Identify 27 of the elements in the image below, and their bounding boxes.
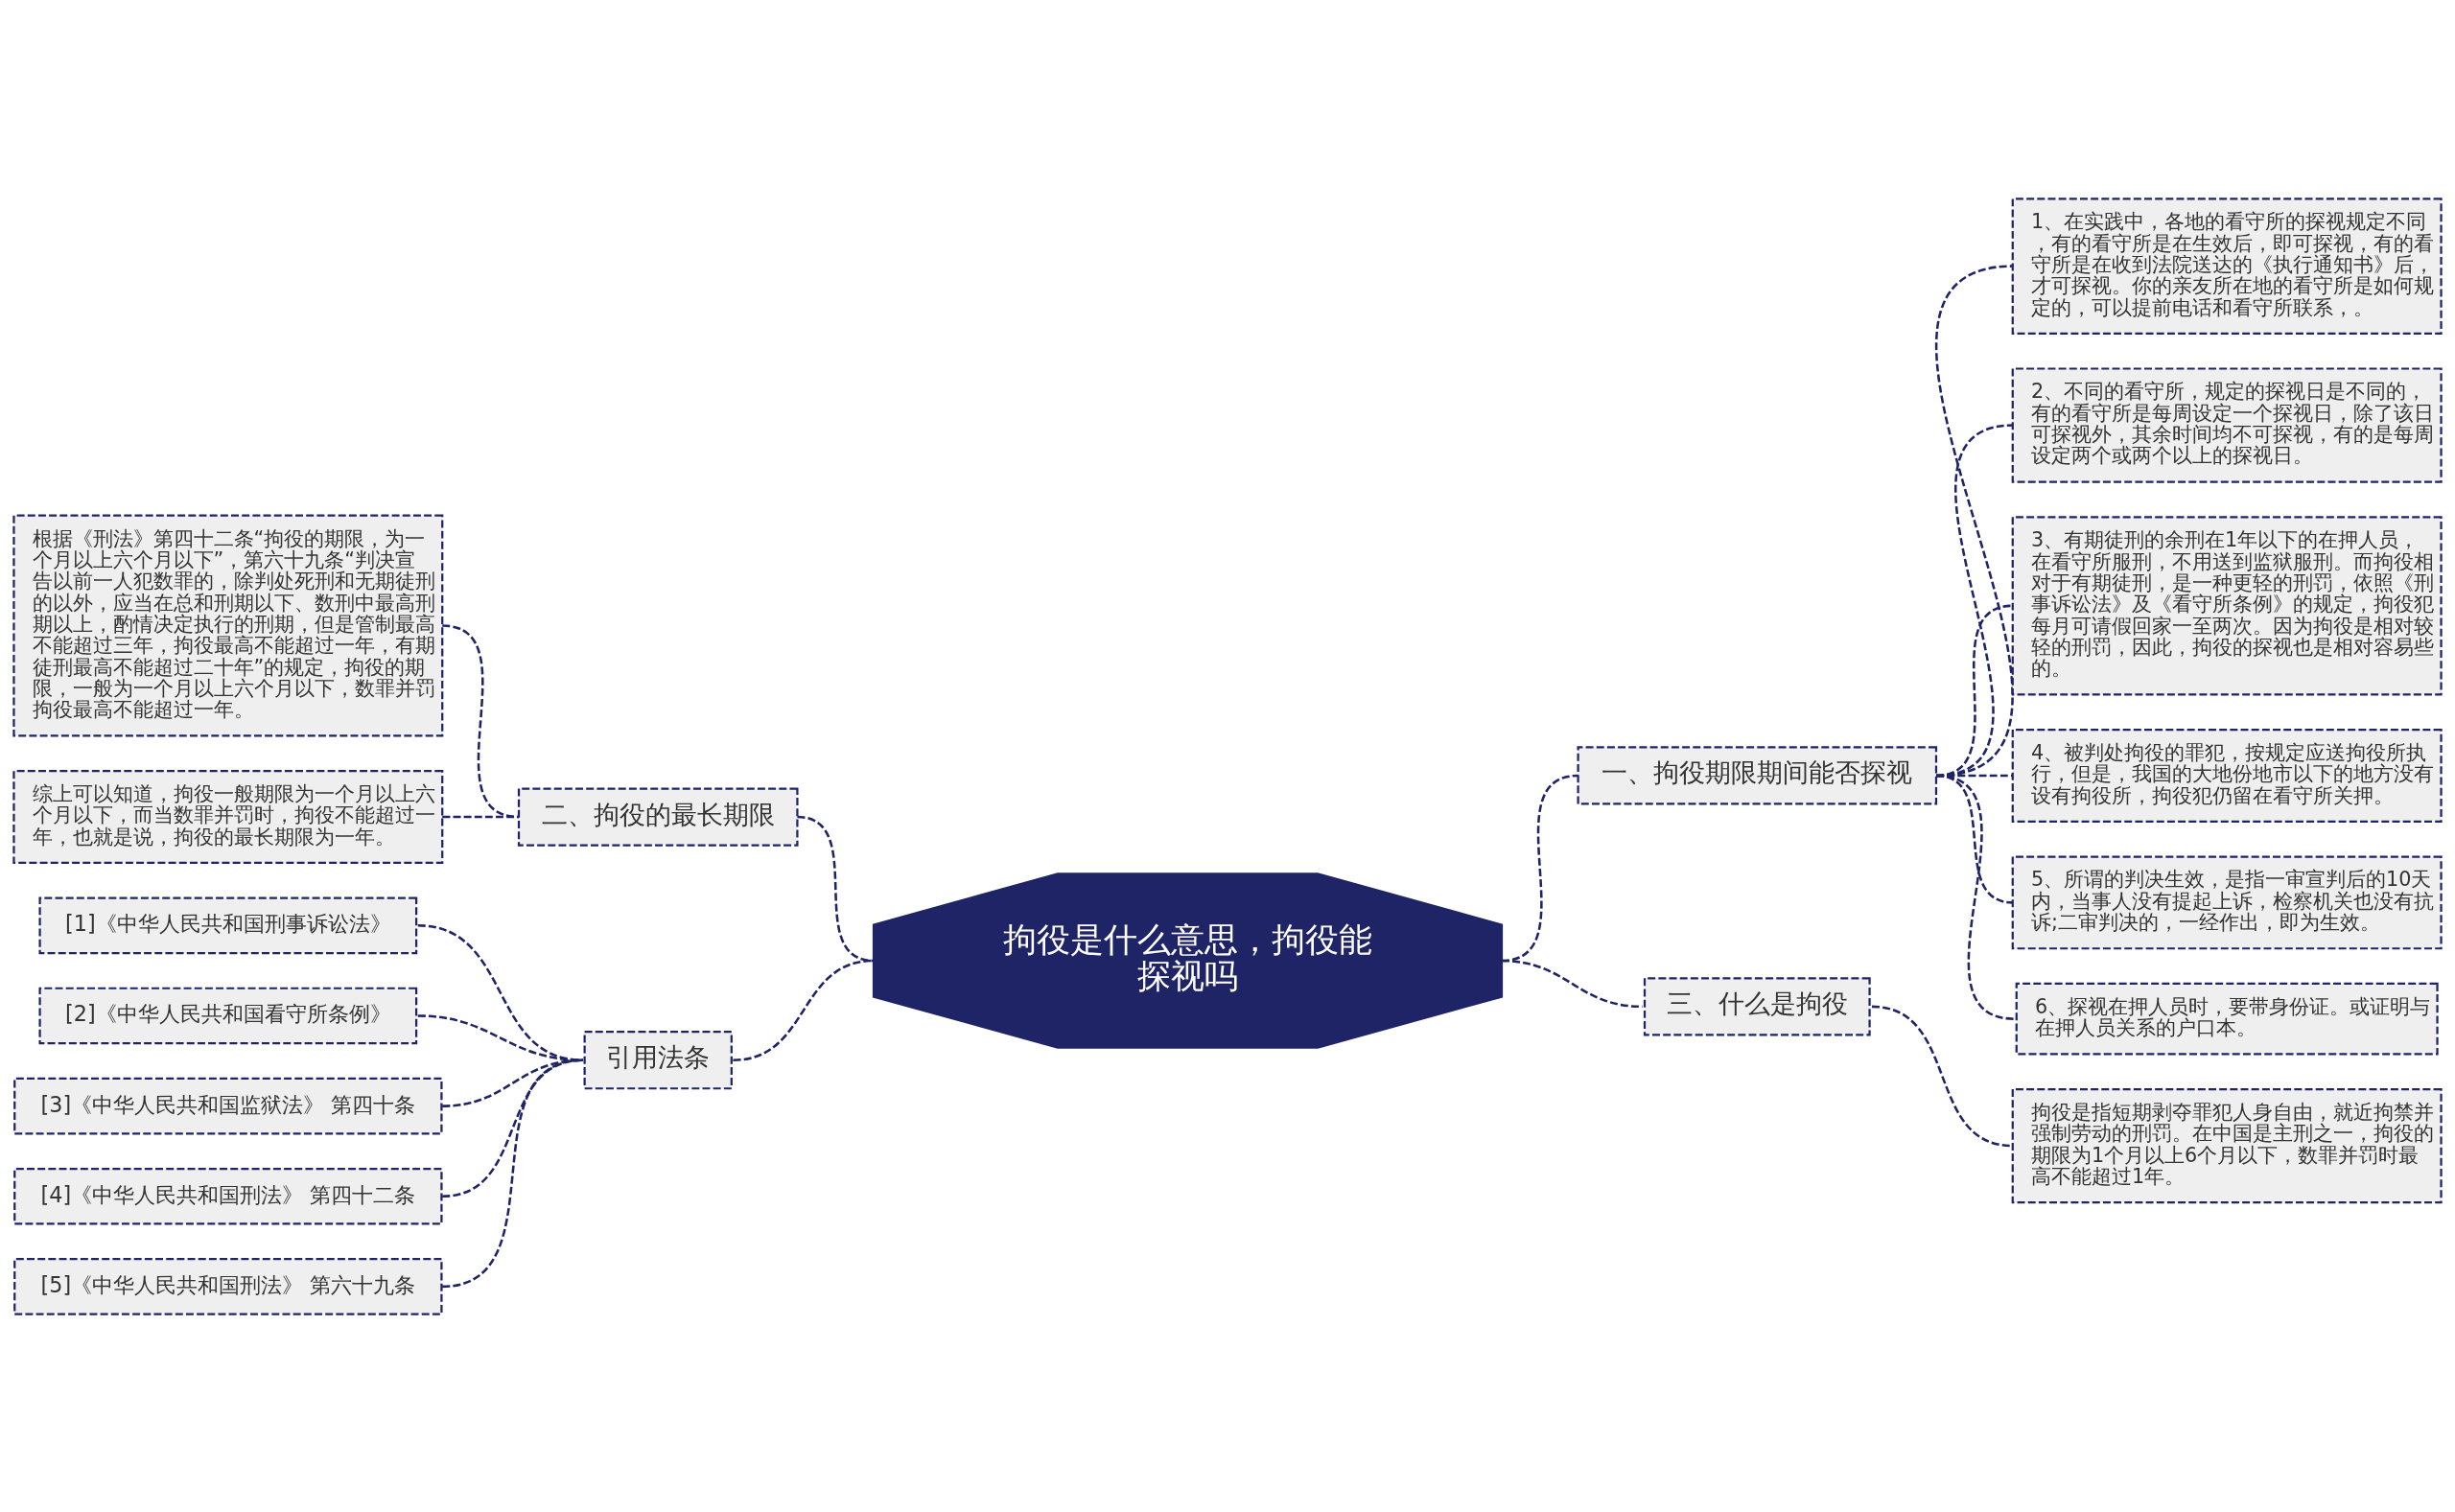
connector [797, 815, 875, 962]
node-box: [4]《中华人民共和国刑法》 第四十二条 [13, 1167, 443, 1225]
node-box: [2]《中华人民共和国看守所条例》 [38, 987, 418, 1044]
connector [442, 1058, 584, 1198]
connector [442, 623, 520, 818]
node-box: 1、在实践中，各地的看守所的探视规定不同，有的看守所是在生效后，即可探视，有的看守所是在收到法院送达的《执行通知书》后，才可探视。你的亲友所在地的看守所是如何规定的，可以提前电话和看守所联系，。 [2011, 197, 2443, 335]
node-box: 一、拘役期限期间能否探视 [1577, 745, 1938, 805]
node-box: 综上可以知道，拘役一般期限为一个月以上六个月以下，而当数罪并罚时，拘役不能超过一年，也就是说，拘役的最长期限为一年。 [12, 769, 444, 864]
connector [442, 1058, 584, 1288]
connector [1871, 1005, 2013, 1147]
node-box: 二、拘役的最长期限 [517, 786, 799, 847]
connector [1935, 774, 2015, 1020]
node-box: 3、有期徒刑的余刑在1年以下的在押人员，在看守所服刑，不用送到监狱服刑。而拘役相对于有期徒刑，是一种更轻的刑罚，依照《刑事诉讼法》及《看守所条例》的规定，拘役犯每月可请假回家一至两次。因为拘役是相对较轻的刑罚，因此，拘役的探视也是相对容易些的。 [2011, 515, 2443, 695]
node-box: 6、探视在押人员时，要带身份证。或证明与在押人员关系的户口本。 [2015, 982, 2439, 1055]
node-box: 引用法条 [583, 1030, 733, 1089]
node-box: 2、不同的看守所，规定的探视日是不同的，有的看守所是每周设定一个探视日，除了该日可探视外，其余时间均不可探视，有的是每周设定两个或两个以上的探视日。 [2011, 366, 2443, 483]
node-box: 4、被判处拘役的罪犯，按规定应送拘役所执行，但是，我国的大地份地市以下的地方没有设有拘役所，拘役犯仍留在看守所关押。 [2011, 728, 2443, 823]
node-box: [1]《中华人民共和国刑事诉讼法》 [38, 896, 418, 954]
node-box: 三、什么是拘役 [1643, 976, 1871, 1036]
connector [442, 815, 519, 818]
node-box: 5、所谓的判决生效，是指一审宣判后的10天内，当事人没有提起上诉，检察机关也没有抗诉;二审判决的，一经作出，即为生效。 [2011, 854, 2443, 949]
connector [1501, 959, 1643, 1008]
node-box: [3]《中华人民共和国监狱法》 第四十条 [13, 1077, 443, 1134]
node-box: 根据《刑法》第四十二条“拘役的期限，为一个月以上六个月以下”，第六十九条“判决宣告以前一人犯数罪的，除判处死刑和无期徒刑的以外，应当在总和刑期以下、数刑中最高刑期以上，酌情决定执行的刑期，但是管制最高不能超过三年，拘役最高不能超过一年，有期徒刑最高不能超过二十年”的规定，拘役的期限，一般为一个月以上六个月以下，数罪并罚拘役最高不能超过一年。 [12, 514, 444, 737]
connector [1935, 264, 2014, 777]
node-box: [5]《中华人民共和国刑法》 第六十九条 [13, 1257, 443, 1315]
node-box: 拘役是指短期剥夺罪犯人身自由，就近拘禁并强制劳动的刑罚。在中国是主刑之一，拘役的期限为1个月以上6个月以下，数罪并罚时最高不能超过1年。 [2011, 1087, 2443, 1203]
